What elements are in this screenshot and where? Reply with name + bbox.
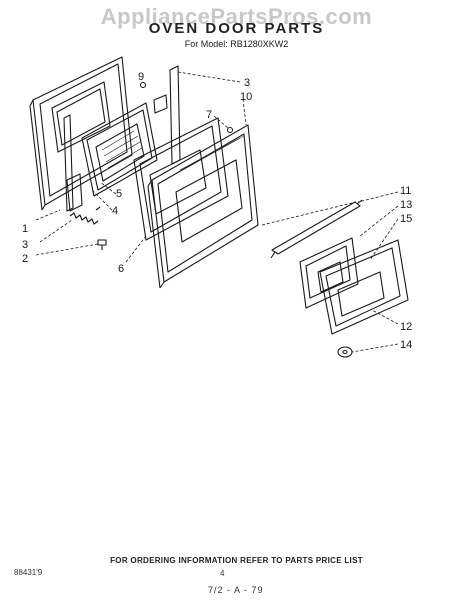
callout-1: 1	[22, 223, 28, 235]
document-code: 88431'9	[14, 568, 43, 577]
callout-14: 14	[400, 339, 412, 351]
callout-15: 15	[400, 213, 412, 225]
callout-2: 2	[22, 253, 28, 265]
callout-3-top: 3	[244, 77, 250, 89]
broiler-door-frame	[299, 237, 359, 309]
page-number: 4	[220, 569, 225, 578]
callout-13: 13	[400, 199, 412, 211]
door-bumper	[337, 346, 353, 358]
callout-11: 11	[400, 185, 411, 197]
callout-numbers: 1 2 3 3 4 5 6 7 9 10 11 12 13 14 15	[22, 71, 412, 351]
outer-door-panel	[147, 124, 259, 289]
callout-10: 10	[240, 91, 252, 103]
model-line: For Model: RB1280XKW2	[184, 39, 289, 49]
leader-lines	[35, 71, 399, 353]
door-hinge-left	[63, 114, 83, 212]
door-handle	[270, 199, 363, 259]
inner-door-panel	[29, 56, 133, 211]
callout-4: 4	[112, 205, 118, 217]
diagram-title: OVEN DOOR PARTS	[148, 20, 325, 37]
callout-5: 5	[116, 188, 122, 200]
callout-3-left: 3	[22, 239, 28, 251]
screws-and-clips	[97, 81, 234, 250]
callout-6: 6	[118, 263, 124, 275]
callout-7: 7	[206, 109, 212, 121]
broiler-door-gasket	[319, 239, 409, 335]
date-mark: 7/2 - A - 79	[208, 585, 264, 595]
hinge-spring	[69, 206, 101, 225]
callout-9: 9	[138, 71, 144, 83]
watermark: AppliancePartsPros.com	[100, 4, 373, 29]
callout-12: 12	[400, 321, 412, 333]
ordering-info-footer: FOR ORDERING INFORMATION REFER TO PARTS …	[110, 556, 363, 565]
inner-glass-pack	[81, 102, 158, 197]
